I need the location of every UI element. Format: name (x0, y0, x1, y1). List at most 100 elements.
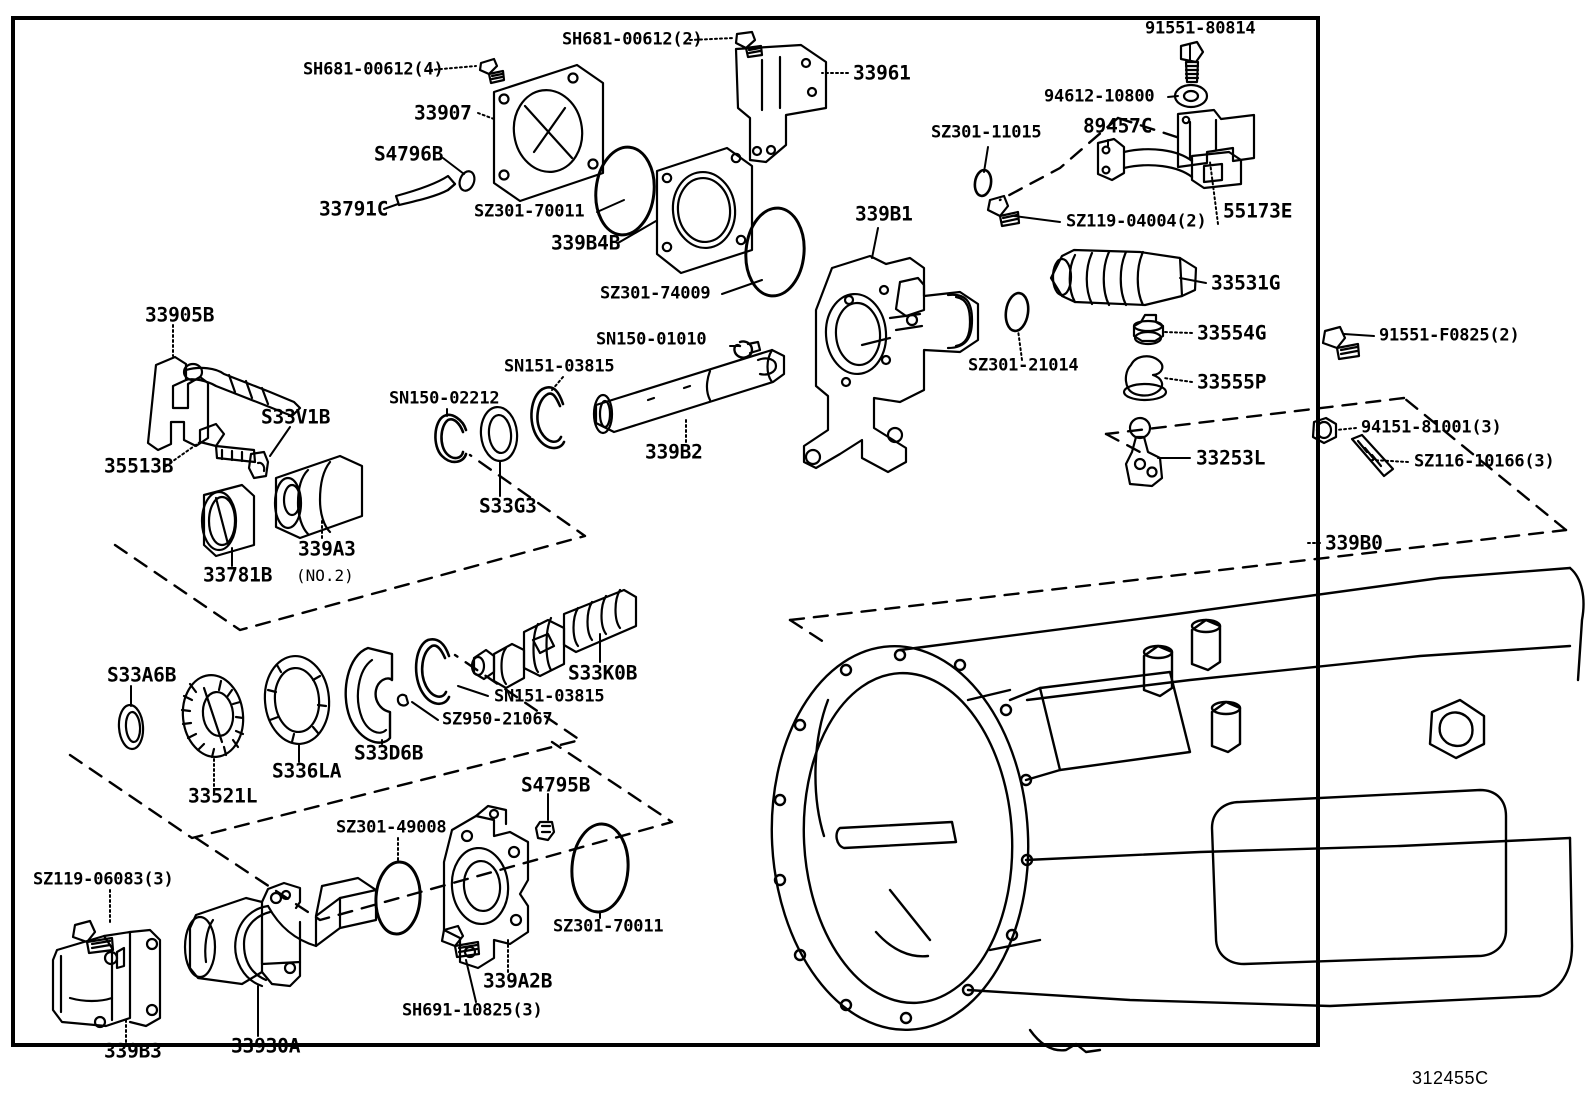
part-33907 (492, 63, 605, 203)
part-label-S4795B[interactable]: S4795B (521, 773, 591, 797)
part-339A3 (273, 454, 364, 540)
part-label-33930A[interactable]: 33930A (231, 1034, 301, 1058)
part-33554G (1132, 313, 1165, 346)
part-S33D6B (344, 646, 394, 744)
part-label-SZ301-70011[interactable]: SZ301-70011 (474, 201, 585, 222)
part-94612-10800 (1173, 83, 1209, 109)
part-SZ119-04004-2 (986, 194, 1021, 228)
part-89457C (1096, 137, 1243, 190)
part-label-SZ950-21067[interactable]: SZ950-21067 (442, 709, 553, 730)
part-SZ950-21067 (396, 693, 410, 707)
part-label-339B1[interactable]: 339B1 (855, 202, 913, 226)
part-35513B (198, 422, 257, 464)
part-SN151-03815-lower (414, 638, 451, 705)
part-33781B (200, 483, 256, 558)
part-label-33907[interactable]: 33907 (414, 101, 472, 125)
part-label-SZ116-10166-3[interactable]: SZ116-10166(3) (1414, 451, 1555, 472)
part-label-339A3[interactable]: 339A3 (298, 537, 356, 561)
part-S33A6B (117, 703, 145, 751)
part-label-33521L[interactable]: 33521L (188, 784, 258, 808)
part-SZ119-06083-3 (71, 919, 115, 955)
part-label-SZ119-04004-2[interactable]: SZ119-04004(2) (1066, 211, 1207, 232)
part-label-33961[interactable]: 33961 (853, 61, 911, 85)
part-label-91551-80814[interactable]: 91551-80814 (1145, 18, 1256, 39)
part-label-SZ301-49008[interactable]: SZ301-49008 (336, 817, 447, 838)
part-label-S33A6B[interactable]: S33A6B (107, 663, 177, 687)
part-label-SH681-00612-2[interactable]: SH681-00612(2) (562, 29, 703, 50)
part-label-SN151-03815[interactable]: SN151-03815 (494, 686, 605, 707)
sheet-code: 312455C (1412, 1068, 1489, 1088)
part-339B4B (655, 146, 754, 275)
part-label-339A2B[interactable]: 339A2B (483, 969, 553, 993)
part-339B0 (770, 566, 1585, 1054)
part-label-339B4B[interactable]: 339B4B (551, 231, 621, 255)
part-label-339B0[interactable]: 339B0 (1325, 531, 1383, 555)
part-label-S4796B[interactable]: S4796B (374, 142, 444, 166)
part-label-33791C[interactable]: 33791C (319, 197, 389, 221)
part-label-91551-F0825-2[interactable]: 91551-F0825(2) (1379, 325, 1520, 346)
part-S4796B (458, 170, 476, 192)
part-33905B (146, 355, 302, 452)
part-SZ301-21014 (1004, 291, 1030, 333)
part-SZ301-11015 (973, 168, 993, 198)
part-SZ301-74009 (744, 206, 806, 298)
part-91551-F0825-2 (1321, 325, 1361, 361)
part-label-SZ119-06083-3[interactable]: SZ119-06083(3) (33, 869, 174, 890)
part-label-SH681-00612-4[interactable]: SH681-00612(4) (303, 59, 444, 80)
part-SH681-00612-2 (734, 30, 764, 59)
part-33521L (180, 674, 245, 759)
part-S4795B (534, 820, 556, 842)
part-SZ301-70011-upper (594, 145, 656, 237)
part-SH681-00612-4 (478, 57, 506, 85)
part-label-SN150-02212[interactable]: SN150-02212 (389, 388, 500, 409)
part-label-33554G[interactable]: 33554G (1197, 321, 1267, 345)
part-SZ301-70011-lower (570, 822, 630, 914)
part-label-94151-81001-3[interactable]: 94151-81001(3) (1361, 417, 1502, 438)
part-339B2 (592, 348, 786, 435)
part-33555P (1122, 355, 1168, 402)
part-S33G3 (479, 405, 519, 463)
part-94151-81001-3 (1311, 416, 1338, 445)
part-33961 (734, 43, 828, 164)
part-label-SH691-10825-3[interactable]: SH691-10825(3) (402, 1000, 543, 1021)
part-label-33531G[interactable]: 33531G (1211, 271, 1281, 295)
part-SZ301-49008 (374, 860, 422, 936)
part-339B3 (51, 928, 162, 1029)
part-label-S33D6B[interactable]: S33D6B (354, 741, 424, 765)
part-33531G (1049, 248, 1198, 307)
part-S336LA (263, 654, 331, 746)
part-label-S33K0B[interactable]: S33K0B (568, 661, 638, 685)
part-33253L (1124, 416, 1164, 488)
part-label-SZ301-74009[interactable]: SZ301-74009 (600, 283, 711, 304)
part-label-SZ301-70011[interactable]: SZ301-70011 (553, 916, 664, 937)
part-label-33253L[interactable]: 33253L (1196, 446, 1266, 470)
leader-lines (109, 37, 1409, 1043)
part-label-S33G3[interactable]: S33G3 (479, 494, 537, 518)
part-label-NO-2[interactable]: (NO.2) (296, 566, 354, 585)
part-S33K0B (470, 588, 638, 690)
part-label-33555P[interactable]: 33555P (1197, 370, 1267, 394)
part-SH691-10825-3 (440, 924, 481, 959)
part-label-89457C[interactable]: 89457C (1083, 114, 1153, 138)
part-SN151-03815-upper (530, 386, 566, 450)
part-label-SZ301-11015[interactable]: SZ301-11015 (931, 122, 1042, 143)
part-label-SZ301-21014[interactable]: SZ301-21014 (968, 355, 1079, 376)
grouping-outlines (68, 116, 1568, 922)
part-label-339B3[interactable]: 339B3 (104, 1039, 162, 1063)
part-label-55173E[interactable]: 55173E (1223, 199, 1293, 223)
part-S33V1B (247, 450, 270, 480)
part-label-339B2[interactable]: 339B2 (645, 440, 703, 464)
part-91551-80814 (1179, 40, 1205, 84)
part-55173E (1176, 108, 1256, 169)
part-label-S33V1B[interactable]: S33V1B (261, 405, 331, 429)
part-label-35513B[interactable]: 35513B (104, 454, 174, 478)
part-label-SN151-03815[interactable]: SN151-03815 (504, 356, 615, 377)
part-label-94612-10800[interactable]: 94612-10800 (1044, 86, 1155, 107)
part-label-SN150-01010[interactable]: SN150-01010 (596, 329, 707, 350)
part-SZ116-10166-3 (1350, 433, 1395, 478)
part-label-S336LA[interactable]: S336LA (272, 759, 342, 783)
part-label-33781B[interactable]: 33781B (203, 563, 273, 587)
part-label-33905B[interactable]: 33905B (145, 303, 215, 327)
